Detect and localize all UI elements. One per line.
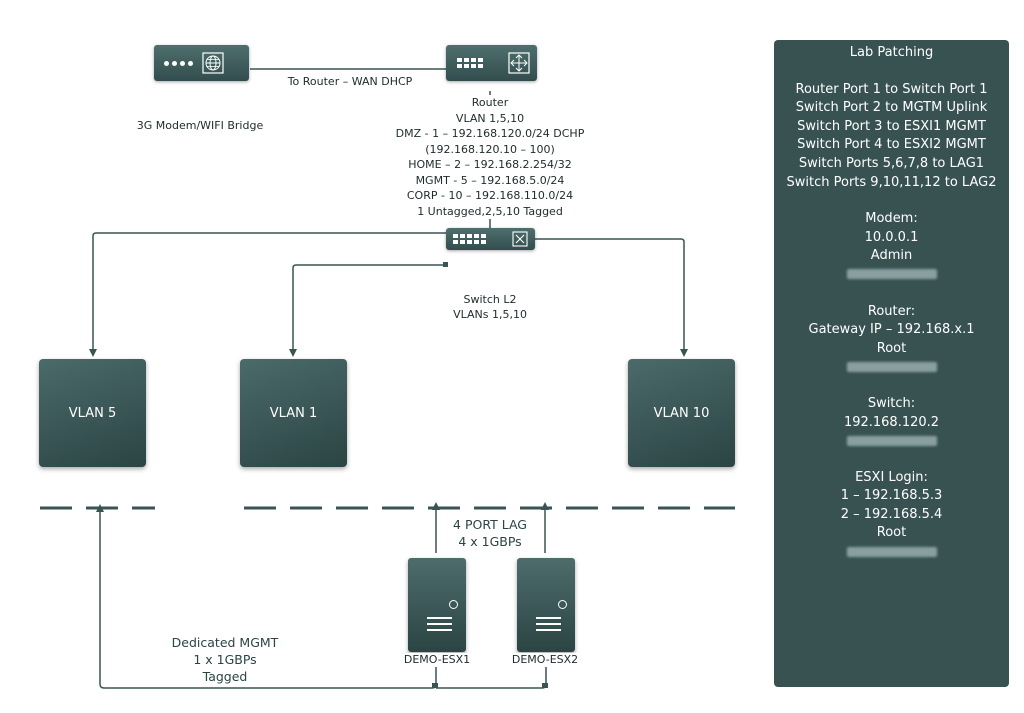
patching-item: Switch Ports 9,10,11,12 to LAG2 <box>786 174 997 190</box>
switch-ports <box>452 233 502 245</box>
drive-bay <box>427 617 452 619</box>
vlan-1-box: VLAN 1 <box>240 359 347 467</box>
esx2-server <box>517 558 575 652</box>
router-arrows-icon <box>508 52 530 74</box>
lag-label-line: 4 x 1GBPs <box>458 534 522 549</box>
switch-credentials: Switch: 192.168.120.2 <box>774 395 1009 451</box>
switch-vlan1-line <box>289 264 446 357</box>
section-heading: Modem: <box>865 211 918 227</box>
modem-credentials: Modem: 10.0.0.1 Admin <box>774 210 1009 284</box>
router-device <box>446 45 537 81</box>
router-label-line: 1 Untagged,2,5,10 Tagged <box>417 204 563 218</box>
patching-item: Switch Port 3 to ESXI1 MGMT <box>797 118 986 134</box>
patching-item: Switch Port 4 to ESXI2 MGMT <box>797 137 986 153</box>
section-heading: Router: <box>867 303 916 319</box>
port-dot <box>188 60 193 66</box>
drive-bay <box>536 629 561 631</box>
switch-label-line: VLANs 1,5,10 <box>453 308 527 321</box>
esx2-label: DEMO-ESX2 <box>500 653 590 667</box>
router-label-line: DMZ - 1 – 192.168.120.0/24 DCHP <box>395 127 585 140</box>
switch-device <box>446 228 535 250</box>
port-dot <box>164 60 169 66</box>
lag-label: 4 PORT LAG 4 x 1GBPs <box>440 516 540 550</box>
redacted-password <box>846 435 937 446</box>
drive-bay <box>427 629 452 631</box>
modem-device <box>154 45 249 81</box>
section-heading: Switch: <box>867 395 916 411</box>
redacted-password <box>846 546 937 557</box>
drive-bay <box>536 617 561 619</box>
panel-title: Lab Patching <box>849 45 934 60</box>
drive-bay <box>536 623 561 625</box>
esx1-server <box>408 558 466 652</box>
switch-label: Switch L2 VLANs 1,5,10 <box>420 292 560 322</box>
patching-list: Router Port 1 to Switch Port 1 Switch Po… <box>774 81 1009 193</box>
mgmt-label-line: 1 x 1GBPs <box>193 652 257 667</box>
router-label-line: HOME – 2 – 192.168.2.254/32 <box>408 158 572 171</box>
mgmt-loop-line-esx2 <box>436 665 547 689</box>
router-label-line: CORP - 10 – 192.168.110.0/24 <box>406 189 574 202</box>
router-ports <box>456 57 500 69</box>
port-dot <box>180 60 185 66</box>
globe-icon <box>202 52 224 74</box>
mgmt-label: Dedicated MGMT 1 x 1GBPs Tagged <box>160 634 290 685</box>
router-label-line: VLAN 1,5,10 <box>455 111 525 125</box>
switch-cross-icon <box>512 231 528 247</box>
patching-item: Switch Port 2 to MGTM Uplink <box>795 100 988 116</box>
lag-label-line: 4 PORT LAG <box>453 517 527 532</box>
patching-item: Switch Ports 5,6,7,8 to LAG1 <box>798 155 985 171</box>
section-heading: ESXI Login: <box>855 469 928 485</box>
router-label-line: MGMT - 5 – 192.168.5.0/24 <box>415 173 565 187</box>
credential-line: Gateway IP – 192.168.x.1 <box>808 322 975 338</box>
credential-line: 2 – 192.168.5.4 <box>840 506 943 522</box>
credential-line: Root <box>876 525 907 541</box>
redacted-password <box>846 269 937 280</box>
patching-item: Router Port 1 to Switch Port 1 <box>795 81 988 97</box>
lab-patching-panel: Lab Patching Router Port 1 to Switch Por… <box>774 40 1009 687</box>
router-label-line: Router <box>471 96 509 109</box>
credential-line: 10.0.0.1 <box>864 229 919 245</box>
mgmt-label-line: Tagged <box>202 669 248 684</box>
router-credentials: Router: Gateway IP – 192.168.x.1 Root <box>774 303 1009 377</box>
vlan-10-box: VLAN 10 <box>628 359 735 467</box>
switch-vlan5-line <box>89 232 446 357</box>
power-led-icon <box>449 600 458 609</box>
router-label: Router VLAN 1,5,10 DMZ - 1 – 192.168.120… <box>370 95 610 219</box>
credential-line: Root <box>876 340 907 356</box>
credential-line: Admin <box>870 248 913 264</box>
router-label-line: (192.168.120.10 – 100) <box>425 142 555 156</box>
esx1-label: DEMO-ESX1 <box>392 653 482 667</box>
power-led-icon <box>558 600 567 609</box>
wan-link-label: To Router – WAN DHCP <box>287 75 413 88</box>
redacted-password <box>846 361 937 372</box>
mgmt-label-line: Dedicated MGMT <box>171 635 279 650</box>
switch-vlan10-line <box>535 238 688 357</box>
port-dot <box>172 60 177 66</box>
modem-label: 3G Modem/WIFI Bridge <box>136 119 264 132</box>
switch-label-line: Switch L2 <box>463 293 517 306</box>
credential-line: 1 – 192.168.5.3 <box>840 488 943 504</box>
vlan-5-box: VLAN 5 <box>39 359 146 467</box>
credential-line: 192.168.120.2 <box>843 414 940 430</box>
esxi-credentials: ESXI Login: 1 – 192.168.5.3 2 – 192.168.… <box>774 469 1009 562</box>
drive-bay <box>427 623 452 625</box>
